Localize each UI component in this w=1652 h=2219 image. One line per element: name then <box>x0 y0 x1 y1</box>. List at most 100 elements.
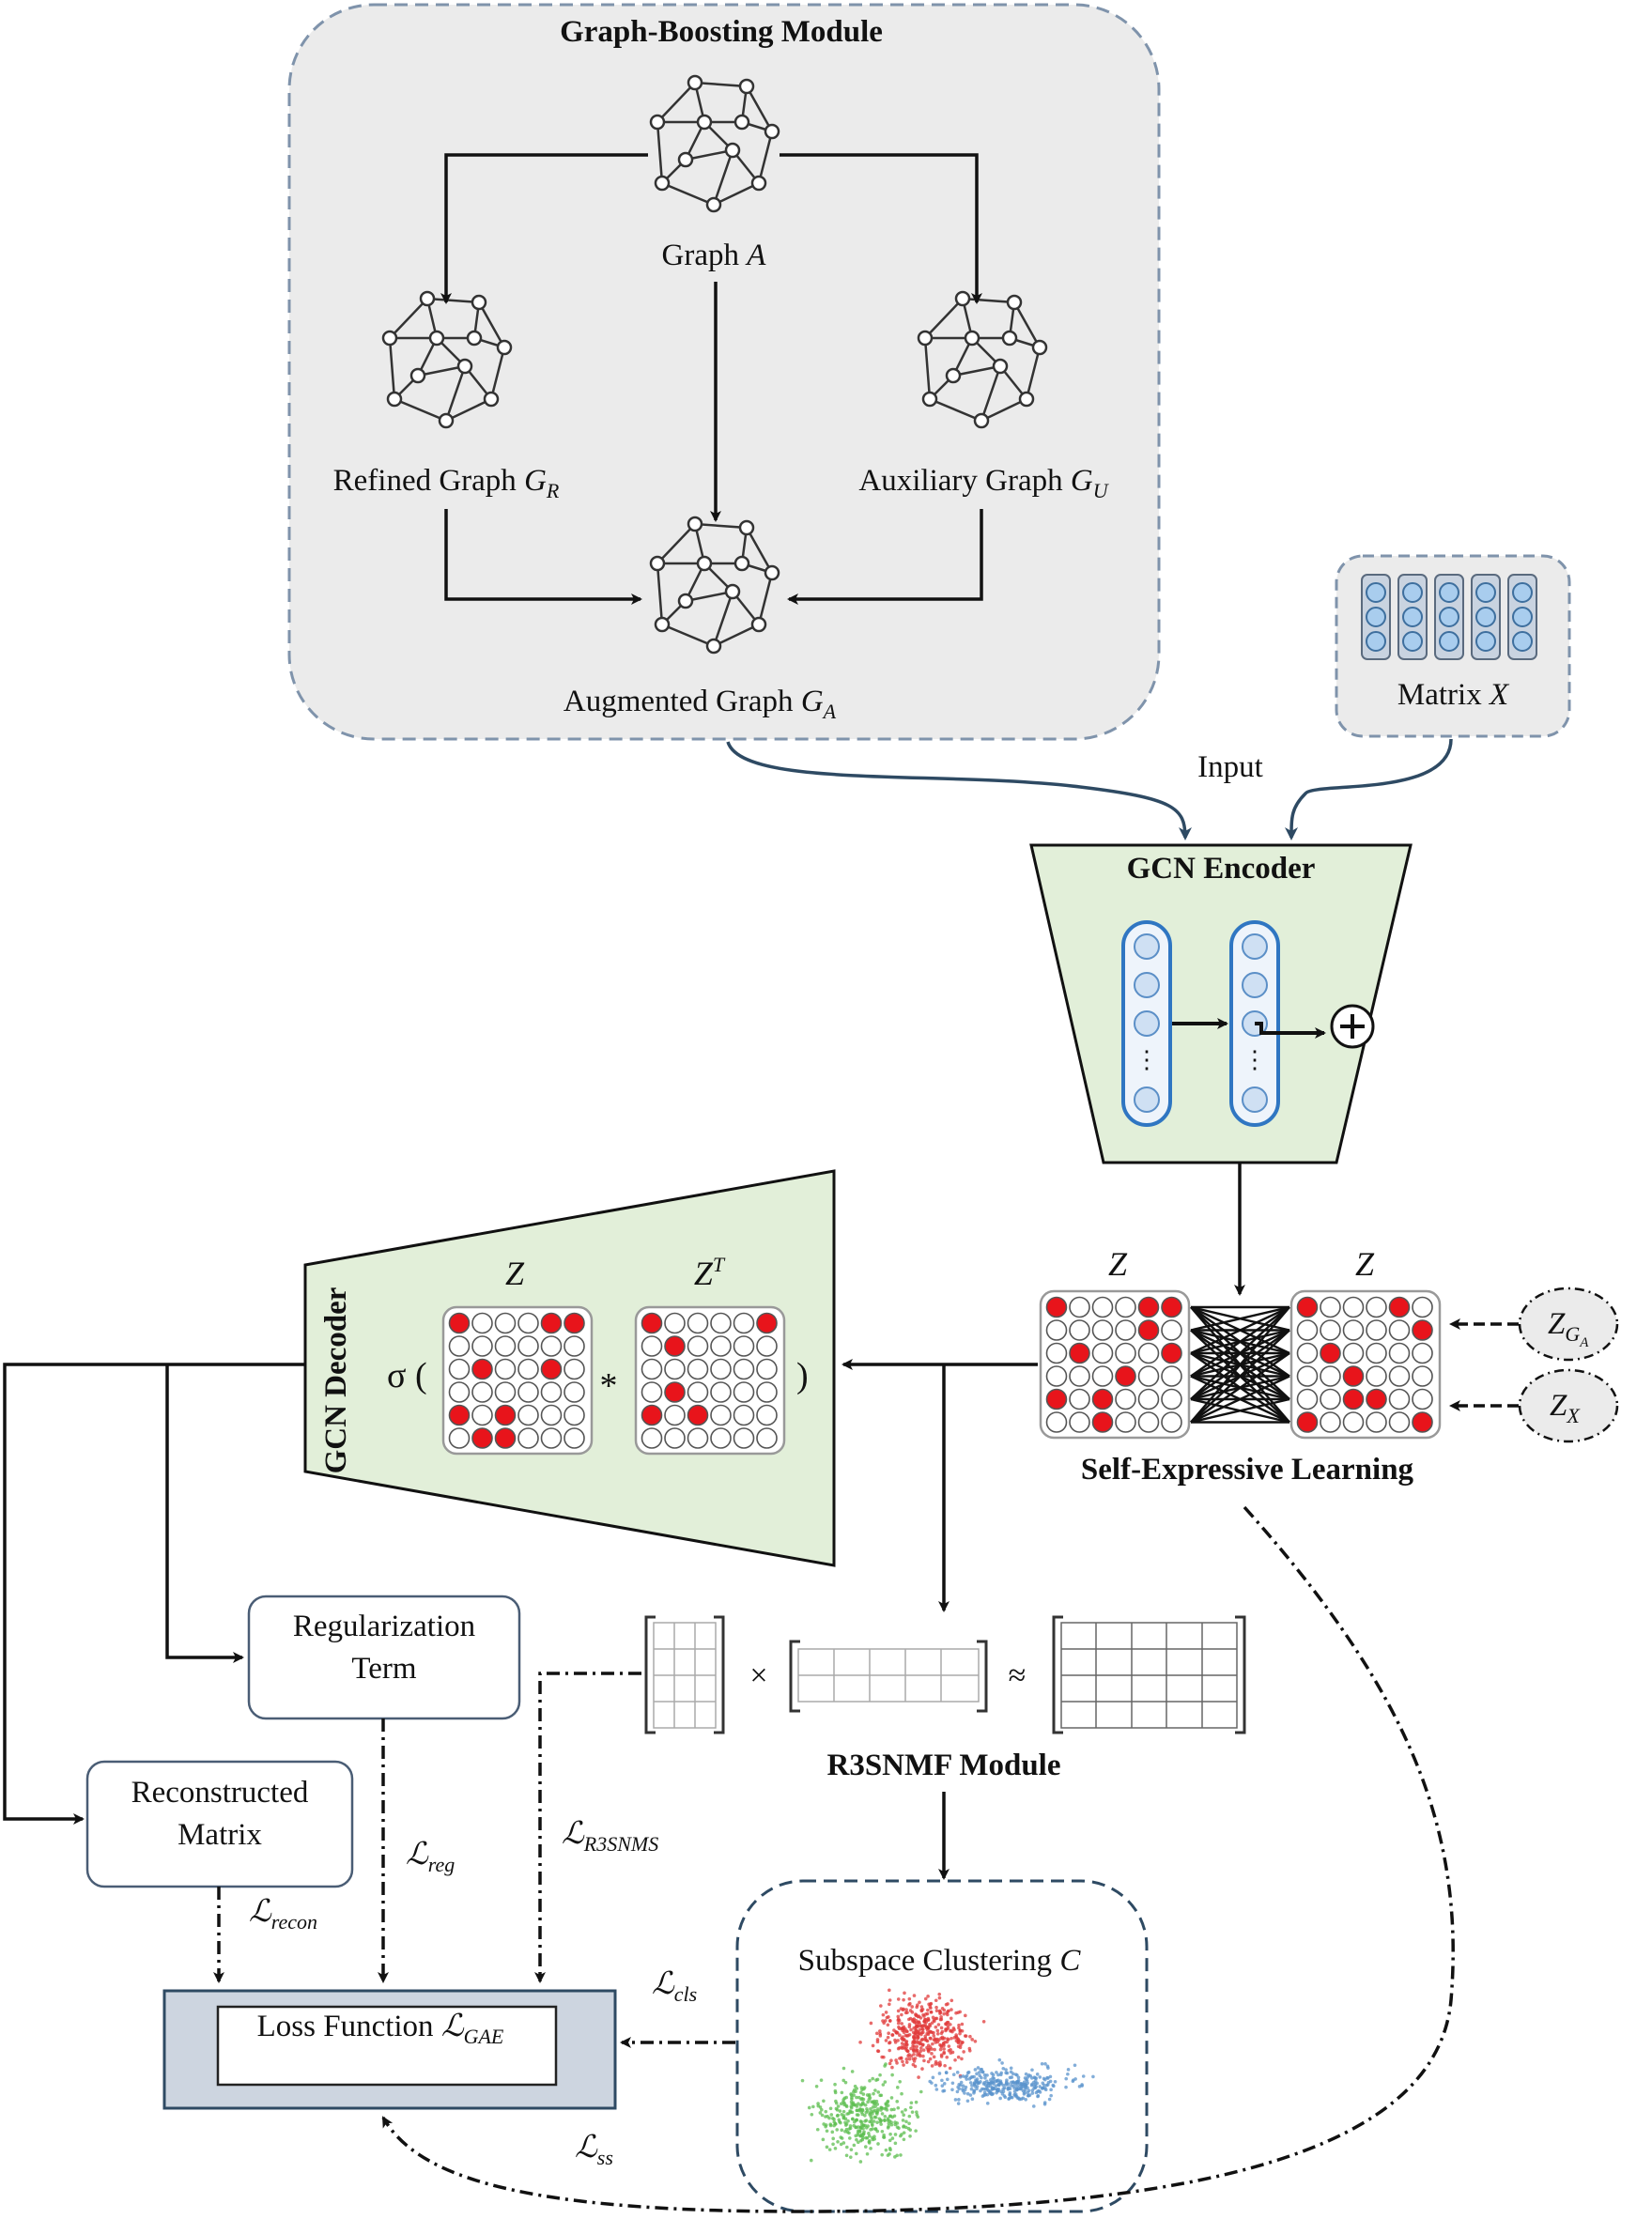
cluster-point <box>818 2111 823 2115</box>
cluster-point <box>998 2096 1002 2101</box>
cluster-point <box>912 2052 916 2057</box>
matrix-cell <box>564 1381 585 1403</box>
cluster-point <box>1027 2093 1030 2098</box>
cluster-point <box>841 2078 846 2083</box>
cluster-point <box>921 2012 925 2017</box>
matrix-cell <box>1045 1388 1068 1410</box>
arrow-r3snmf-to-loss <box>534 1672 641 1983</box>
cluster-point <box>976 2066 980 2070</box>
cluster-point <box>918 2040 922 2044</box>
cluster-point <box>917 2075 920 2079</box>
cluster-point <box>875 2120 879 2124</box>
matrix-cell <box>1069 1388 1090 1410</box>
cluster-point <box>991 2075 995 2080</box>
cluster-point <box>937 1992 942 1996</box>
matrix-cell <box>1388 1319 1411 1341</box>
cluster-point <box>873 2104 877 2108</box>
cluster-point <box>875 2103 880 2106</box>
connection-line <box>1190 1329 1290 1424</box>
matrix-cell <box>564 1358 585 1380</box>
cluster-point <box>965 2077 969 2081</box>
cluster-point <box>897 2018 902 2023</box>
cluster-point <box>1027 2073 1031 2077</box>
cluster-point <box>843 2120 847 2125</box>
matrix-cell <box>1161 1411 1182 1433</box>
cluster-point <box>828 2106 833 2111</box>
matrix-cell <box>687 1312 709 1334</box>
cluster-point <box>893 2038 897 2042</box>
connection-line <box>1190 1306 1290 1378</box>
cluster-point <box>1032 2075 1037 2079</box>
cluster-point <box>920 2067 924 2071</box>
matrix-cell <box>471 1404 493 1426</box>
arrow-a-to-refined <box>440 153 648 304</box>
cluster-point <box>912 2017 917 2021</box>
cluster-point <box>950 2081 955 2086</box>
cluster-point <box>863 2145 868 2149</box>
cluster-point <box>938 2060 942 2064</box>
cluster-point <box>897 2026 902 2031</box>
cluster-point <box>895 2100 900 2103</box>
cluster-point <box>973 2068 978 2072</box>
matrix-cell <box>517 1427 539 1449</box>
cluster-point <box>1045 2083 1050 2087</box>
cluster-point <box>820 2113 825 2118</box>
cluster-point <box>1043 2088 1048 2092</box>
cluster-point <box>888 2114 892 2119</box>
matrix-cell <box>687 1381 709 1403</box>
matrix-cell <box>1342 1342 1365 1364</box>
cluster-point <box>880 2129 885 2134</box>
cluster-point <box>926 1995 930 1998</box>
cluster-point <box>902 2030 906 2034</box>
cluster-point <box>958 2075 963 2079</box>
cluster-point <box>910 2110 915 2114</box>
cluster-point <box>998 2073 1003 2077</box>
cluster-point <box>942 2082 947 2086</box>
cluster-point <box>845 2130 850 2134</box>
cluster-point <box>888 2041 891 2045</box>
cluster-point <box>929 2010 934 2014</box>
cluster-point <box>865 2151 870 2156</box>
cluster-point <box>901 2035 904 2040</box>
cluster-point <box>919 2089 923 2094</box>
cluster-point <box>958 2010 962 2014</box>
cluster-point <box>995 2071 998 2074</box>
cluster-point <box>968 2034 972 2039</box>
cluster-point <box>909 2105 913 2110</box>
cluster-point <box>915 2113 919 2117</box>
cluster-point <box>921 2030 925 2035</box>
cluster-point <box>970 2074 975 2079</box>
cluster-point <box>857 2108 861 2113</box>
cluster-point <box>1049 2093 1053 2098</box>
cluster-point <box>869 2115 873 2119</box>
cluster-point <box>935 2032 940 2036</box>
matrix-cell <box>1320 1342 1341 1364</box>
cluster-point <box>1010 2084 1013 2088</box>
cluster-point <box>932 2055 936 2059</box>
reconstructed-box: Reconstructed Matrix <box>85 1760 354 1888</box>
cluster-point <box>966 2070 971 2074</box>
matrix-cell <box>687 1404 709 1426</box>
cluster-point <box>1015 2088 1019 2092</box>
cluster-point <box>940 2006 945 2011</box>
cluster-point <box>836 2139 840 2144</box>
cluster-point <box>934 2009 939 2013</box>
cluster-point <box>827 2148 832 2151</box>
matrix-cell <box>564 1312 585 1334</box>
cluster-point <box>887 2031 890 2036</box>
cluster-point <box>1015 2080 1020 2085</box>
cluster-point <box>1035 2081 1040 2086</box>
cluster-point <box>902 2113 905 2118</box>
matrix-cell <box>1296 1319 1319 1341</box>
cluster-point <box>893 2122 898 2127</box>
cluster-point <box>996 2079 999 2083</box>
cluster-point <box>942 2047 946 2051</box>
cluster-scatter-plot <box>800 1988 1095 2164</box>
cluster-point <box>843 2123 848 2127</box>
cluster-point <box>853 2084 857 2088</box>
matrix-cell <box>517 1404 539 1426</box>
cluster-point <box>879 2118 883 2122</box>
cluster-point <box>920 2026 924 2031</box>
cluster-point <box>904 2060 909 2064</box>
cluster-point <box>965 2073 969 2078</box>
